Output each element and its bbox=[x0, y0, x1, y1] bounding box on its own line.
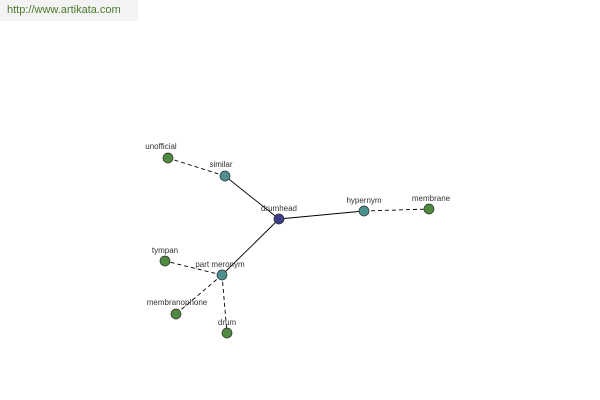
node-tympan[interactable] bbox=[159, 255, 171, 267]
edge-drumhead-part-meronym bbox=[221, 218, 280, 276]
edge-part-meronym-tympan bbox=[164, 260, 223, 276]
node-membranophone[interactable] bbox=[170, 308, 182, 320]
edges-layer bbox=[164, 157, 430, 334]
node-similar[interactable] bbox=[219, 170, 231, 182]
node-membrane[interactable] bbox=[423, 203, 435, 215]
edge-drumhead-hypernym bbox=[278, 210, 365, 220]
edge-drumhead-similar bbox=[224, 175, 280, 220]
node-drumhead[interactable] bbox=[273, 213, 285, 225]
node-drum[interactable] bbox=[221, 327, 233, 339]
edge-part-meronym-drum bbox=[221, 274, 228, 334]
edge-similar-unofficial bbox=[167, 157, 226, 177]
edge-part-meronym-membranophone bbox=[175, 274, 223, 315]
node-label-unofficial: unofficial bbox=[145, 142, 177, 151]
nodes-layer bbox=[159, 152, 435, 339]
node-label-tympan: tympan bbox=[152, 246, 178, 255]
node-label-similar: similar bbox=[209, 160, 232, 169]
source-url-link[interactable]: http://www.artikata.com bbox=[0, 0, 138, 21]
node-part-meronym[interactable] bbox=[216, 269, 228, 281]
node-label-drumhead: drumhead bbox=[261, 204, 297, 213]
labels-layer: drumhead similar unofficial hypernym membran… bbox=[145, 142, 450, 327]
node-unofficial[interactable] bbox=[162, 152, 174, 164]
node-label-drum: drum bbox=[218, 318, 237, 327]
node-label-hypernym: hypernym bbox=[346, 196, 381, 205]
node-label-membrane: membrane bbox=[412, 194, 451, 203]
node-label-membranophone: membranophone bbox=[147, 298, 208, 307]
node-hypernym[interactable] bbox=[358, 205, 370, 217]
edge-hypernym-membrane bbox=[363, 208, 430, 212]
node-label-part-meronym: part meronym bbox=[195, 260, 245, 269]
